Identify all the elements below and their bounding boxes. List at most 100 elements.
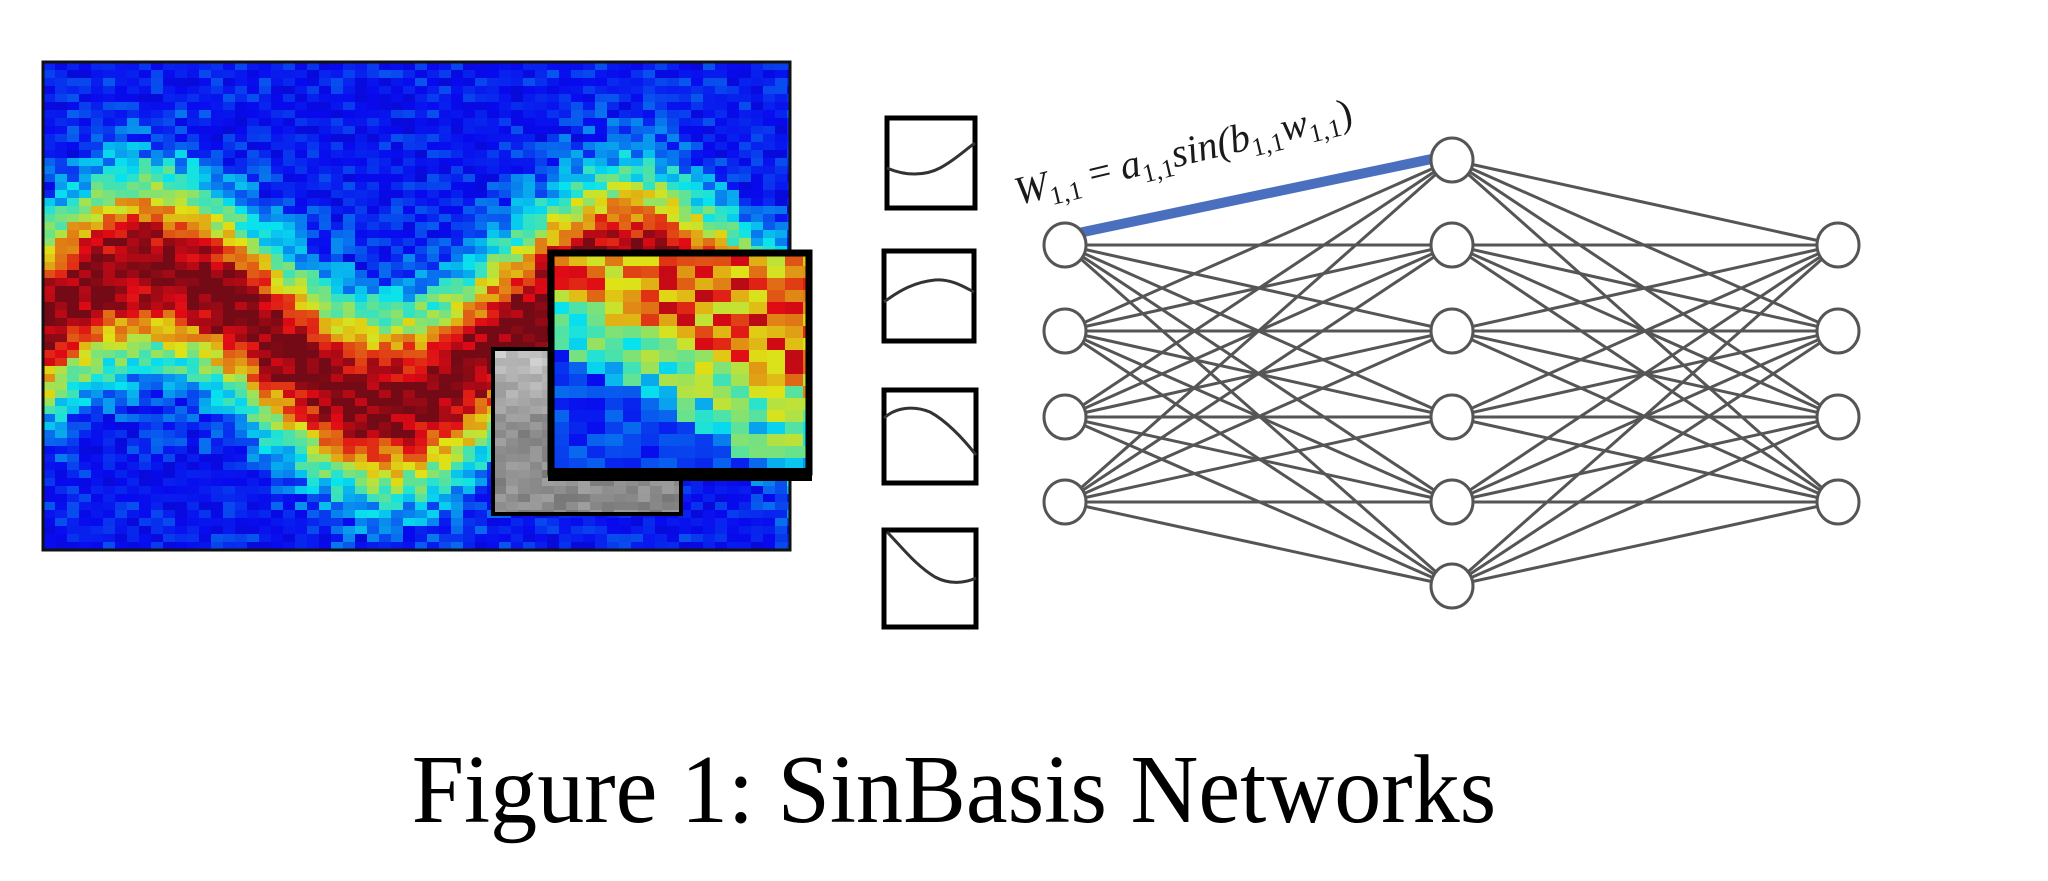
- heatmap-cell: [283, 398, 296, 407]
- heatmap-cell: [151, 238, 164, 247]
- heatmap-cell: [127, 70, 140, 79]
- grey-patch-cell: [518, 430, 531, 439]
- heatmap-cell: [355, 158, 368, 167]
- heatmap-cell: [319, 262, 332, 271]
- heatmap-cell: [571, 518, 584, 527]
- heatmap-cell: [535, 198, 548, 207]
- heatmap-cell: [127, 430, 140, 439]
- heatmap-cell: [175, 318, 188, 327]
- heatmap-cell: [43, 238, 56, 247]
- heatmap-cell: [475, 270, 488, 279]
- heatmap-cell: [235, 310, 248, 319]
- inset-cell: [605, 398, 624, 411]
- heatmap-cell: [331, 366, 344, 375]
- heatmap-cell: [139, 294, 152, 303]
- heatmap-cell: [439, 166, 452, 175]
- heatmap-cell: [103, 294, 116, 303]
- heatmap-cell: [187, 238, 200, 247]
- heatmap-cell: [67, 278, 80, 287]
- heatmap-cell: [511, 518, 524, 527]
- inset-cell: [623, 302, 642, 315]
- heatmap-cell: [427, 534, 440, 543]
- heatmap-cell: [439, 70, 452, 79]
- heatmap-cell: [415, 318, 428, 327]
- heatmap-cell: [247, 494, 260, 503]
- heatmap-cell: [115, 222, 128, 231]
- heatmap-cell: [547, 118, 560, 127]
- heatmap-cell: [439, 254, 452, 263]
- grey-patch-cell: [614, 510, 627, 513]
- heatmap-cell: [403, 86, 416, 95]
- heatmap-cell: [379, 150, 392, 159]
- inset-cell: [587, 374, 606, 387]
- inset-cell: [569, 362, 588, 375]
- heatmap-cell: [655, 230, 668, 239]
- inset-cell: [569, 254, 588, 267]
- grey-patch-cell: [494, 446, 507, 455]
- heatmap-cell: [367, 334, 380, 343]
- heatmap-cell: [175, 190, 188, 199]
- heatmap-cell: [115, 350, 128, 359]
- heatmap-cell: [559, 158, 572, 167]
- heatmap-cell: [355, 286, 368, 295]
- basis-curve-2: [883, 278, 975, 304]
- heatmap-cell: [463, 70, 476, 79]
- heatmap-cell: [103, 374, 116, 383]
- heatmap-cell: [367, 526, 380, 535]
- heatmap-cell: [247, 470, 260, 479]
- heatmap-cell: [175, 110, 188, 119]
- heatmap-cell: [91, 270, 104, 279]
- heatmap-cell: [739, 510, 752, 519]
- heatmap-cell: [79, 286, 92, 295]
- heatmap-cell: [727, 62, 740, 71]
- heatmap-cell: [499, 262, 512, 271]
- heatmap-cell: [403, 510, 416, 519]
- inset-cell: [767, 386, 786, 399]
- heatmap-cell: [331, 326, 344, 335]
- heatmap-cell: [271, 494, 284, 503]
- heatmap-cell: [307, 350, 320, 359]
- heatmap-cell: [703, 502, 716, 511]
- heatmap-cell: [703, 158, 716, 167]
- heatmap-cell: [199, 270, 212, 279]
- heatmap-cell: [763, 62, 776, 71]
- heatmap-cell: [391, 214, 404, 223]
- heatmap-cell: [487, 318, 500, 327]
- heatmap-cell: [283, 78, 296, 87]
- heatmap-cell: [235, 294, 248, 303]
- inset-cell: [785, 302, 804, 315]
- heatmap-cell: [91, 310, 104, 319]
- heatmap-cell: [775, 502, 788, 511]
- heatmap-cell: [79, 398, 92, 407]
- grey-patch-cell: [530, 382, 543, 391]
- heatmap-cell: [55, 230, 68, 239]
- heatmap-cell: [115, 318, 128, 327]
- heatmap-cell: [55, 494, 68, 503]
- heatmap-cell: [103, 278, 116, 287]
- heatmap-cell: [355, 238, 368, 247]
- heatmap-cell: [655, 118, 668, 127]
- heatmap-cell: [547, 174, 560, 183]
- heatmap-cell: [427, 494, 440, 503]
- heatmap-cell: [415, 326, 428, 335]
- heatmap-cell: [199, 494, 212, 503]
- heatmap-cell: [295, 102, 308, 111]
- heatmap-cell: [175, 254, 188, 263]
- heatmap-cell: [571, 102, 584, 111]
- heatmap-cell: [403, 470, 416, 479]
- grey-patch-cell: [626, 502, 639, 511]
- heatmap-cell: [163, 174, 176, 183]
- heatmap-cell: [751, 510, 764, 519]
- inset-cell: [767, 290, 786, 303]
- heatmap-cell: [199, 118, 212, 127]
- heatmap-cell: [415, 262, 428, 271]
- heatmap-cell: [295, 462, 308, 471]
- heatmap-cell: [415, 406, 428, 415]
- heatmap-cell: [91, 382, 104, 391]
- heatmap-cell: [391, 542, 404, 550]
- heatmap-cell: [55, 422, 68, 431]
- heatmap-cell: [499, 134, 512, 143]
- heatmap-cell: [283, 374, 296, 383]
- heatmap-cell: [175, 174, 188, 183]
- heatmap-cell: [499, 118, 512, 127]
